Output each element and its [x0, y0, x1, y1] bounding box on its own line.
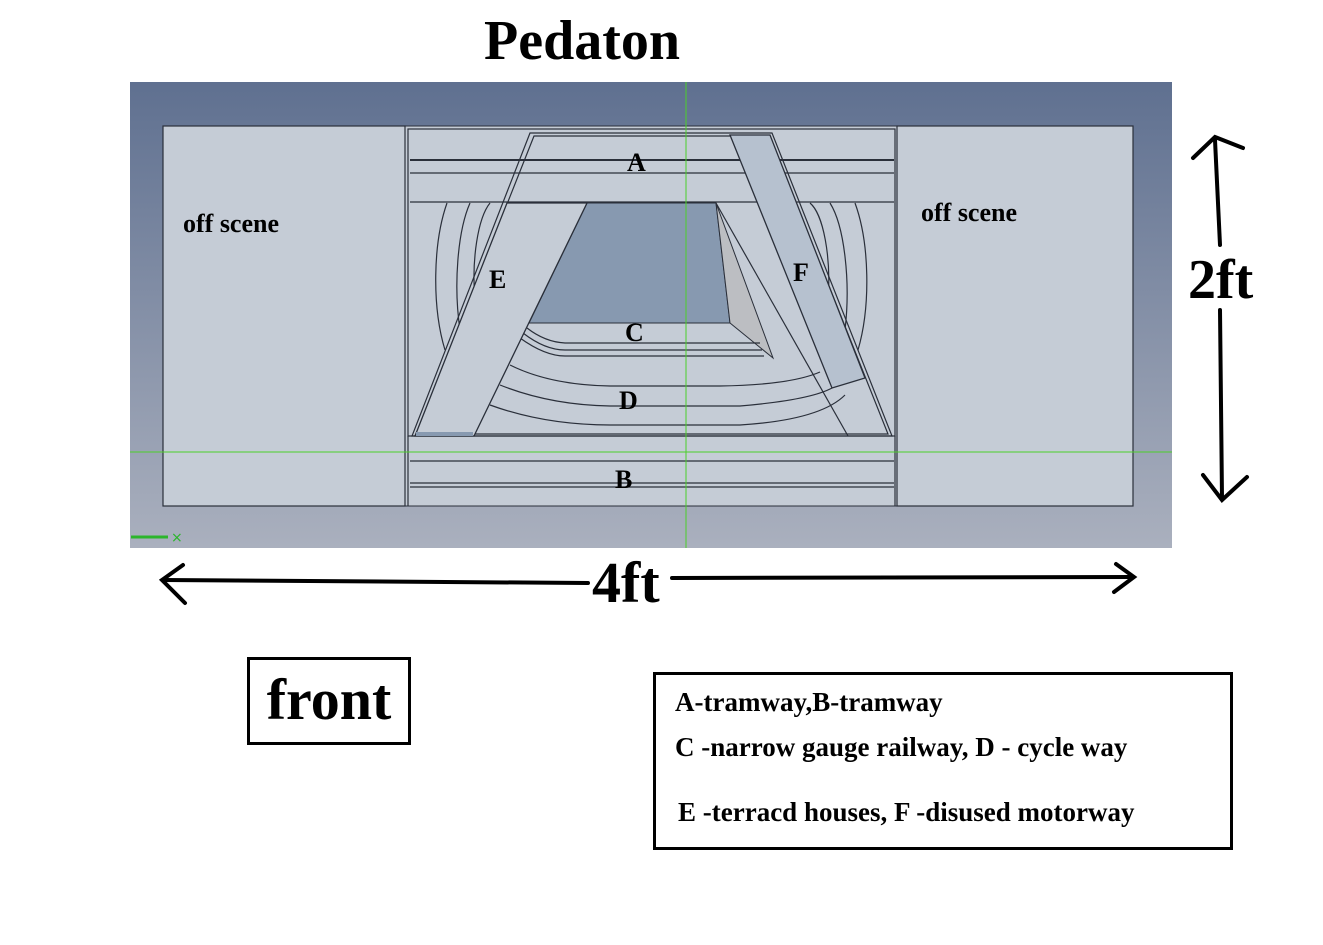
narrow-gauge-track-c: [519, 327, 764, 357]
height-arrow: [1191, 134, 1249, 503]
legend-item: A-tramway,B-tramway: [675, 687, 943, 717]
off-scene-right-panel: [896, 125, 1134, 507]
outer-trapezoid: [411, 132, 893, 437]
axis-triad-icon: ×: [131, 530, 183, 546]
legend-box: A-tramway,B-tramway C -narrow gauge rail…: [653, 672, 1233, 850]
ramp-face: [715, 202, 775, 360]
cycle-way-d: [489, 364, 846, 426]
svg-text:×: ×: [171, 530, 183, 546]
label-b: B: [615, 465, 632, 494]
label-f: F: [793, 258, 809, 287]
off-scene-left-label: off scene: [183, 209, 279, 238]
terraced-houses-e: [414, 202, 589, 437]
width-label: 4ft: [592, 550, 660, 615]
off-scene-left-panel: [162, 125, 406, 507]
label-c: C: [625, 318, 644, 347]
disused-motorway-f: [729, 134, 866, 389]
label-d: D: [619, 386, 638, 415]
f-edge: [715, 202, 849, 437]
front-label: front: [247, 657, 411, 745]
legend-item: C -narrow gauge railway, D - cycle way: [675, 732, 1128, 762]
height-label: 2ft: [1188, 249, 1254, 311]
e-base: [416, 432, 473, 436]
width-arrow: [158, 562, 1138, 605]
label-a: A: [627, 148, 646, 177]
legend-item: E -terracd houses, F -disused motorway: [678, 797, 1135, 827]
label-e: E: [489, 265, 506, 294]
page-title: Pedaton: [484, 10, 680, 72]
off-scene-right-label: off scene: [921, 198, 1017, 227]
